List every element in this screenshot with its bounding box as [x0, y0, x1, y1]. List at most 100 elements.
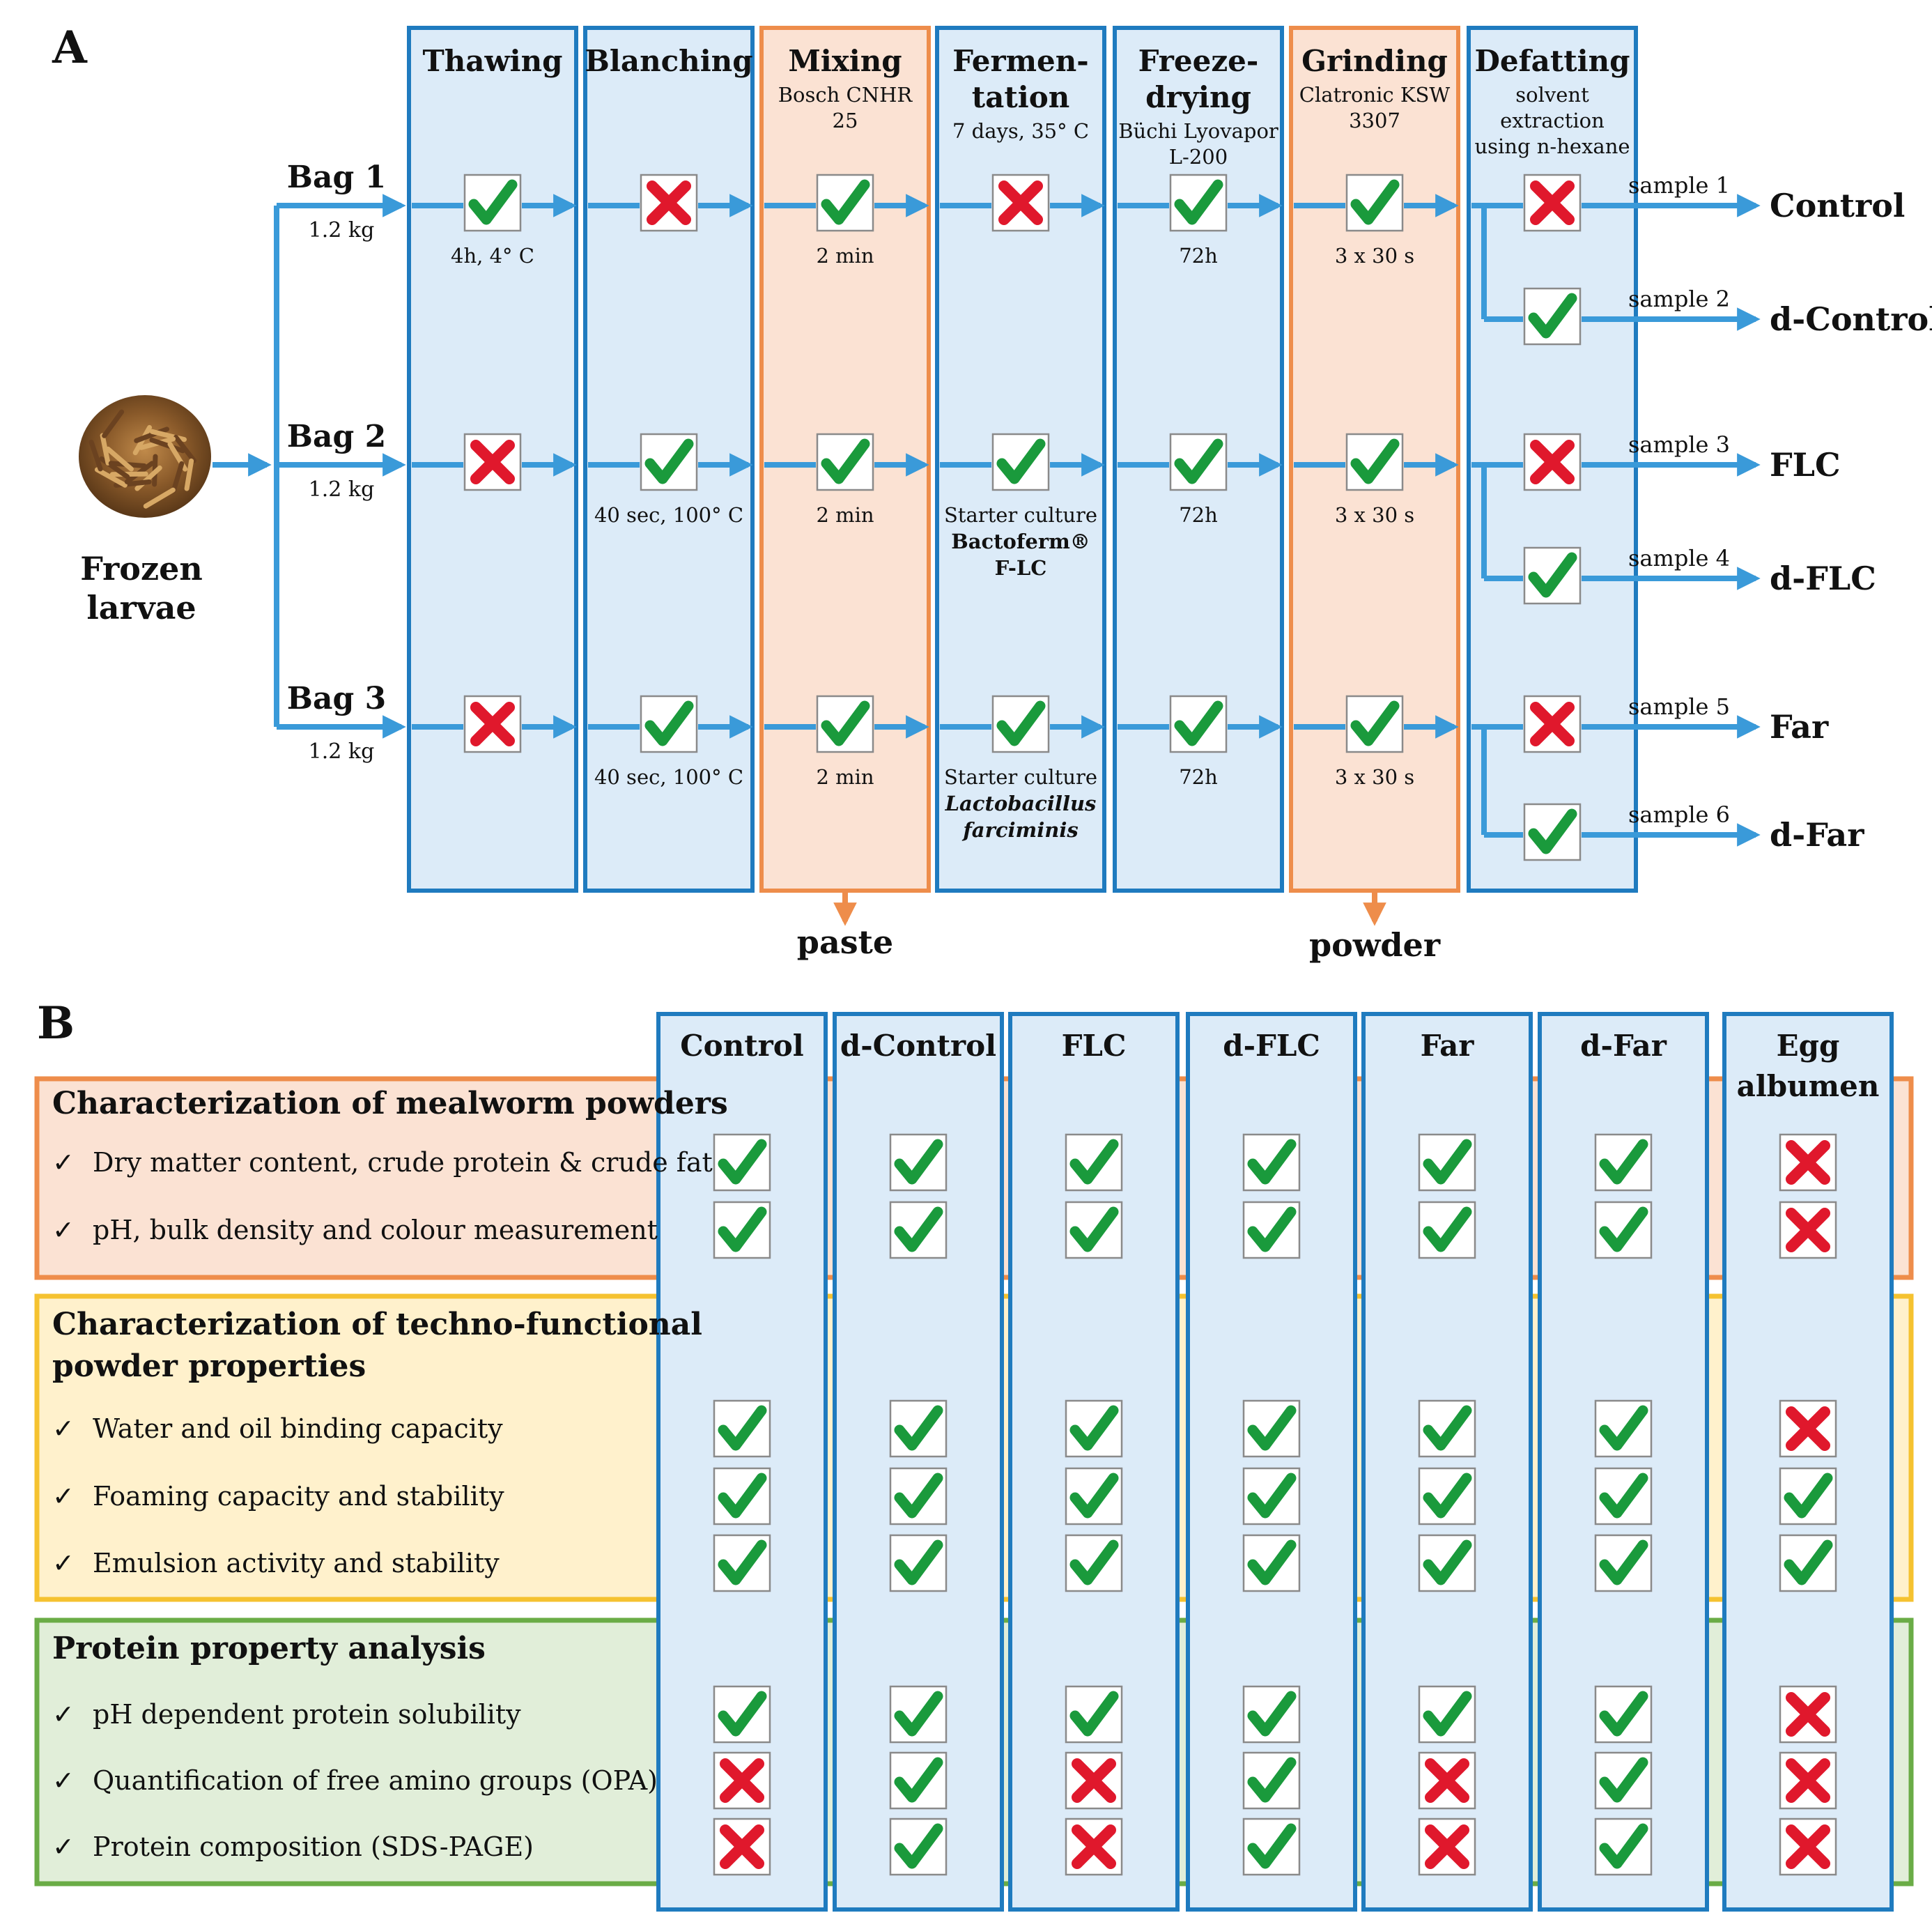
input-label: Frozen [80, 550, 203, 587]
bag-label: Bag 2 [287, 419, 386, 454]
panel-b-label: B [37, 997, 75, 1050]
matrix-mark [713, 1133, 771, 1192]
check-icon [894, 1473, 943, 1519]
step-mark [1345, 695, 1404, 753]
step-note: 72h [1179, 503, 1218, 527]
check-icon [996, 700, 1046, 746]
defat-mark [1523, 287, 1582, 346]
step-note: 3 x 30 s [1335, 503, 1414, 527]
paste-label: paste [797, 923, 893, 961]
matrix-mark [1065, 1685, 1123, 1744]
matrix-mark [1594, 1751, 1653, 1810]
step-mark [1345, 174, 1404, 232]
defat-mark [1523, 695, 1582, 753]
step-title: Fermen- [952, 44, 1089, 78]
larva [173, 434, 197, 463]
larva [134, 426, 170, 443]
matrix-mark [1242, 1685, 1301, 1744]
cross-icon [647, 180, 691, 225]
step-subtitle: 7 days, 35° C [952, 119, 1089, 143]
check-icon [1423, 1539, 1472, 1585]
check-icon [1069, 1206, 1119, 1252]
step-mark [991, 174, 1050, 232]
matrix-mark [713, 1201, 771, 1259]
cross-icon [1786, 1758, 1830, 1803]
step-mark [640, 695, 698, 753]
check-icon [1247, 1473, 1297, 1519]
step-title: drying [1145, 80, 1251, 114]
matrix-mark [889, 1534, 948, 1592]
matrix-mark [1418, 1467, 1476, 1525]
check-icon [1423, 1405, 1472, 1451]
group-title: Protein property analysis [52, 1631, 486, 1666]
step-title: Thawing [422, 44, 562, 78]
matrix-mark [1594, 1133, 1653, 1192]
larva [184, 458, 194, 491]
step-mark [816, 433, 874, 491]
matrix-mark [1418, 1534, 1476, 1592]
matrix-mark [1242, 1751, 1301, 1810]
matrix-mark [1418, 1751, 1476, 1810]
check-icon [644, 438, 694, 484]
check-icon [1247, 1206, 1297, 1252]
cross-icon [1072, 1758, 1116, 1803]
step-title: Defatting [1474, 44, 1630, 78]
check-icon [894, 1539, 943, 1585]
matrix-mark [713, 1467, 771, 1525]
step-mark [1169, 433, 1228, 491]
matrix-mark [1779, 1685, 1837, 1744]
check-icon [718, 1139, 767, 1185]
check-icon [644, 700, 694, 746]
matrix-mark [1065, 1534, 1123, 1592]
step-note: farciminis [961, 818, 1078, 842]
matrix-mark [1065, 1467, 1123, 1525]
column-header: Control [680, 1029, 803, 1063]
sample-label: sample 6 [1628, 801, 1730, 828]
bag-label: Bag 3 [287, 681, 386, 716]
check-icon [1247, 1823, 1297, 1869]
matrix-mark [1418, 1201, 1476, 1259]
matrix-mark [1242, 1467, 1301, 1525]
item-label: Foaming capacity and stability [93, 1481, 504, 1512]
check-icon [1599, 1757, 1648, 1803]
panel-a-label: A [52, 22, 88, 74]
matrix-mark [1242, 1399, 1301, 1458]
cross-icon [470, 440, 515, 484]
column-header: Egg [1777, 1029, 1840, 1063]
step-note: 3 x 30 s [1335, 244, 1414, 268]
step-subtitle: Bosch CNHR [778, 83, 913, 107]
step-note: Starter culture [944, 765, 1097, 789]
matrix-mark [889, 1201, 948, 1259]
check-icon [821, 179, 870, 225]
check-icon [1350, 438, 1400, 484]
cross-icon [1786, 1406, 1830, 1451]
bag-label: Bag 1 [287, 160, 386, 195]
step-note: 72h [1179, 765, 1218, 789]
step-mark [463, 433, 522, 491]
cross-icon [720, 1758, 764, 1803]
check-icon [1599, 1473, 1648, 1519]
step-subtitle: L-200 [1169, 145, 1228, 169]
check-icon [996, 438, 1046, 484]
step-mark [1169, 695, 1228, 753]
step-mark [991, 695, 1050, 753]
matrix-mark [713, 1399, 771, 1458]
step-note: F-LC [995, 556, 1047, 580]
check-icon [468, 179, 518, 225]
matrix-mark [1594, 1685, 1653, 1744]
item-label: Protein composition (SDS-PAGE) [93, 1831, 534, 1862]
matrix-mark [1242, 1133, 1301, 1192]
cross-icon [1786, 1140, 1830, 1185]
check-icon [718, 1206, 767, 1252]
step-subtitle: solvent [1515, 83, 1589, 107]
bag-weight: 1.2 kg [309, 739, 375, 764]
list-check-icon: ✓ [52, 1413, 75, 1444]
step-note: Starter culture [944, 503, 1097, 527]
item-label: pH dependent protein solubility [93, 1699, 521, 1730]
step-subtitle: Büchi Lyovapor [1118, 119, 1278, 143]
step-mark [640, 174, 698, 232]
step-subtitle: 25 [833, 109, 858, 132]
sample-label: sample 5 [1628, 693, 1730, 720]
